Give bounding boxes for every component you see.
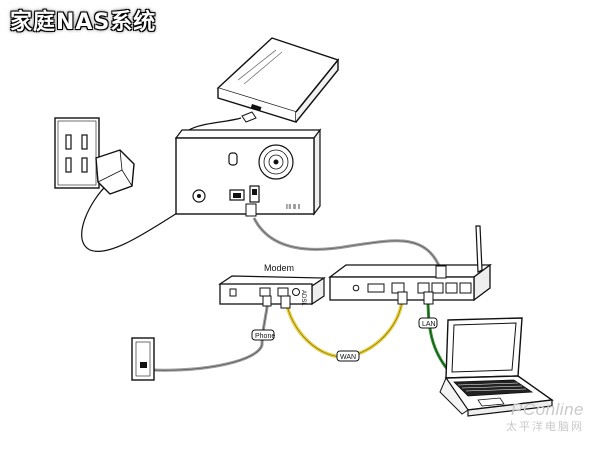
wall-power-outlet [54,117,100,189]
phone-label: Phone [255,333,275,340]
power-adapter [95,149,135,195]
phone-tag [251,329,275,341]
svg-text:|||| ||| ||: |||| ||| || [286,204,300,210]
power-adapter-cable [81,183,183,252]
modem-label: Modem [264,263,294,273]
laptop [439,317,554,417]
phone-wall-socket [131,337,155,381]
nas-enclosure: |||| ||| || [174,128,322,216]
external-hdd [216,37,340,123]
wireless-router [328,225,492,302]
lan-label: LAN [422,321,436,328]
watermark: PConline 太平洋电脑网 [506,400,584,434]
wan-tag [336,350,360,362]
adsl-modem: ADSL [218,275,326,306]
watermark-brand: PConline [511,400,584,419]
wan-cable [284,297,404,359]
wan-label: WAN [340,354,356,361]
watermark-sub: 太平洋电脑网 [506,421,584,433]
phone-line-cable [149,299,270,372]
lan-tag [418,317,438,329]
nas-to-router-cable [252,217,442,269]
adsl-logo: ADSL [300,290,306,306]
diagram-title: 家庭NAS系统 [10,10,157,35]
